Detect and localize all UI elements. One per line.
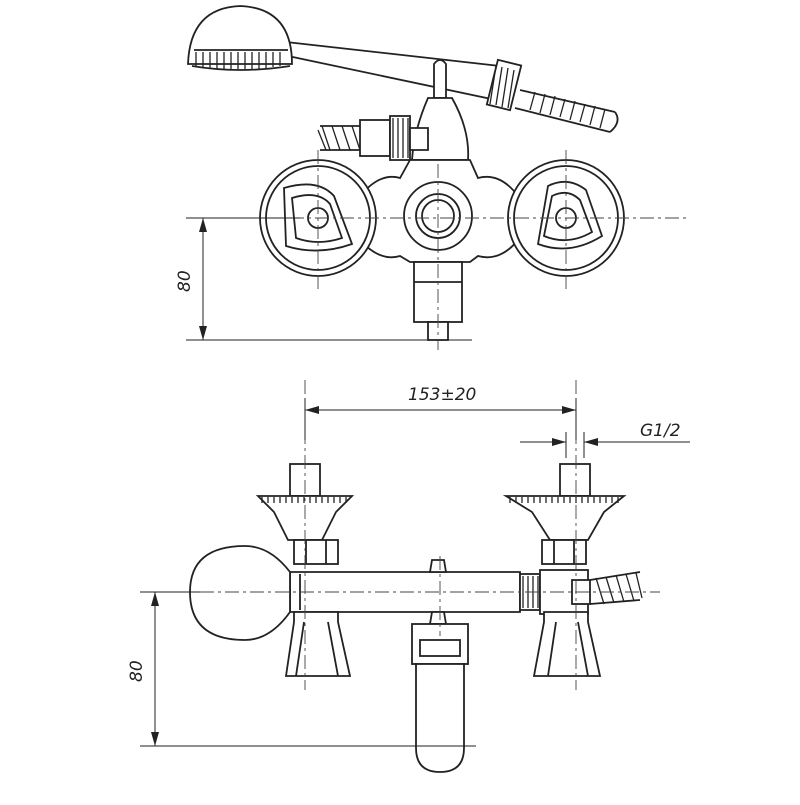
- side-outlet: [317, 115, 429, 161]
- shower-head: [187, 5, 523, 112]
- right-inlet: [559, 463, 591, 497]
- dimension-thread-label: G1/2: [640, 421, 681, 441]
- dimension-center-distance-label: 153±20: [408, 385, 476, 405]
- front-view: [187, 5, 690, 350]
- spout-plan: [411, 623, 469, 773]
- dimension-top-height: 80: [175, 270, 195, 292]
- dimension-bottom-height: 80: [127, 660, 147, 682]
- left-cartridge: [284, 611, 352, 677]
- plan-view: [150, 380, 660, 773]
- dimension-center-distance: 153±20: [304, 385, 577, 440]
- holder-stub-plan: [428, 559, 448, 573]
- dimension-top-80: 80: [175, 217, 472, 341]
- dimension-bottom-80: 80: [127, 591, 476, 747]
- shower-hose: [514, 89, 619, 133]
- shower-handle-plan: [189, 545, 291, 641]
- right-eccentric: [502, 495, 627, 565]
- right-cartridge: [532, 611, 602, 677]
- dimension-thread: G1/2: [520, 421, 690, 458]
